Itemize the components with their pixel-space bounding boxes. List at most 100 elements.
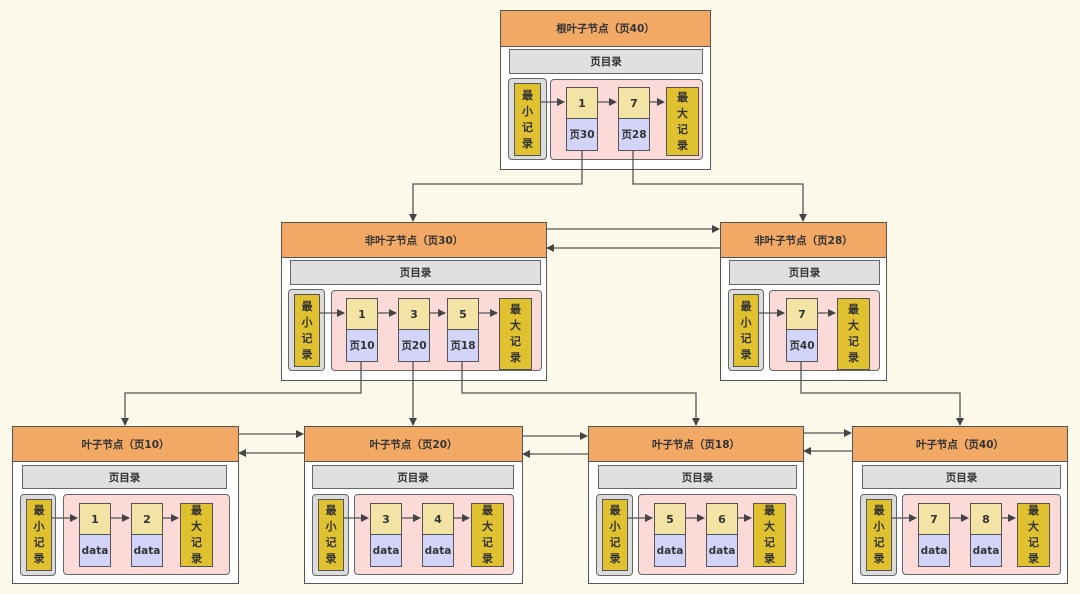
node-title: 叶子节点（页10）: [13, 427, 238, 462]
max-record-char: 录: [510, 351, 521, 364]
max-record-char: 大: [677, 106, 688, 120]
min-record-char: 录: [301, 347, 313, 361]
page-directory[interactable]: 页目录: [598, 465, 797, 489]
node-title: 叶子节点（页20）: [305, 427, 522, 462]
min-record[interactable]: 最小记录: [602, 499, 628, 571]
max-record[interactable]: 最大记录: [837, 298, 870, 370]
min-record-char: 录: [325, 552, 337, 565]
min-record-char: 记: [33, 536, 45, 549]
max-record-char: 大: [191, 520, 202, 533]
max-record-char: 最: [191, 504, 202, 517]
record-key[interactable]: 1: [79, 503, 111, 535]
max-record-char: 录: [482, 552, 493, 565]
record-data[interactable]: data: [970, 535, 1002, 567]
record-key[interactable]: 4: [422, 503, 454, 535]
record-key[interactable]: 6: [706, 503, 738, 535]
min-record[interactable]: 最小记录: [26, 499, 52, 571]
record-key[interactable]: 7: [918, 503, 950, 535]
record-data[interactable]: data: [370, 535, 402, 567]
record-data[interactable]: data: [131, 535, 163, 567]
min-record-char: 小: [609, 520, 621, 533]
min-record-char: 记: [522, 120, 533, 134]
min-record-char: 录: [609, 552, 621, 565]
node-title: 根叶子节点（页40）: [501, 11, 710, 47]
record-page-pointer[interactable]: 页30: [566, 119, 598, 151]
record-key[interactable]: 7: [618, 87, 650, 119]
record-data[interactable]: data: [79, 535, 111, 567]
node-title: 叶子节点（页40）: [853, 427, 1067, 462]
record-page-pointer[interactable]: 页28: [618, 119, 650, 151]
max-record[interactable]: 最大记录: [499, 298, 532, 370]
min-record-char: 最: [873, 504, 885, 517]
max-record-char: 记: [848, 335, 859, 348]
record-data[interactable]: data: [654, 535, 686, 567]
max-record[interactable]: 最大记录: [666, 87, 699, 156]
max-record-char: 大: [510, 319, 521, 332]
record-key[interactable]: 2: [131, 503, 163, 535]
record-key[interactable]: 3: [370, 503, 402, 535]
max-record-char: 记: [482, 536, 493, 549]
max-record-char: 录: [677, 138, 688, 152]
record-data[interactable]: data: [706, 535, 738, 567]
min-record[interactable]: 最小记录: [733, 294, 759, 367]
max-record-char: 大: [1028, 520, 1039, 533]
page-directory[interactable]: 页目录: [290, 260, 541, 285]
max-record-char: 记: [191, 536, 202, 549]
min-record-char: 小: [33, 520, 45, 533]
min-record[interactable]: 最小记录: [318, 499, 344, 571]
record-page-pointer[interactable]: 页40: [786, 330, 818, 362]
max-record-char: 记: [1028, 536, 1039, 549]
record-key[interactable]: 8: [970, 503, 1002, 535]
node-title: 叶子节点（页18）: [589, 427, 803, 462]
max-record-char: 最: [677, 90, 688, 104]
max-record[interactable]: 最大记录: [1017, 503, 1050, 567]
page-directory[interactable]: 页目录: [509, 49, 703, 74]
min-record-char: 录: [522, 136, 533, 150]
min-record-char: 最: [740, 299, 752, 313]
min-record[interactable]: 最小记录: [294, 294, 320, 367]
page-directory[interactable]: 页目录: [312, 465, 514, 489]
record-key[interactable]: 1: [346, 298, 378, 330]
max-record-char: 最: [1028, 504, 1039, 517]
record-page-pointer[interactable]: 页20: [398, 330, 430, 362]
record-page-pointer[interactable]: 页10: [346, 330, 378, 362]
min-record-char: 最: [325, 504, 337, 517]
record-key[interactable]: 7: [786, 298, 818, 330]
record-data[interactable]: data: [918, 535, 950, 567]
page-directory[interactable]: 页目录: [22, 465, 227, 489]
record-data[interactable]: data: [422, 535, 454, 567]
max-record-char: 最: [482, 504, 493, 517]
max-record[interactable]: 最大记录: [180, 503, 213, 567]
record-key[interactable]: 3: [398, 298, 430, 330]
node-title: 非叶子节点（页30）: [282, 223, 546, 258]
min-record-char: 录: [33, 552, 45, 565]
min-record-char: 最: [301, 299, 313, 313]
record-page-pointer[interactable]: 页18: [447, 330, 479, 362]
max-record-char: 最: [510, 303, 521, 316]
record-key[interactable]: 5: [447, 298, 479, 330]
max-record[interactable]: 最大记录: [471, 503, 504, 567]
max-record[interactable]: 最大记录: [753, 503, 786, 567]
min-record[interactable]: 最小记录: [514, 83, 541, 156]
page-directory[interactable]: 页目录: [862, 465, 1061, 489]
min-record[interactable]: 最小记录: [866, 499, 892, 571]
max-record-char: 最: [848, 303, 859, 316]
max-record-char: 大: [764, 520, 775, 533]
min-record-char: 最: [33, 504, 45, 517]
record-key[interactable]: 5: [654, 503, 686, 535]
min-record-char: 记: [740, 331, 752, 345]
min-record-char: 小: [740, 315, 752, 329]
max-record-char: 录: [848, 351, 859, 364]
max-record-char: 记: [677, 122, 688, 136]
max-record-char: 最: [764, 504, 775, 517]
min-record-char: 录: [873, 552, 885, 565]
record-key[interactable]: 1: [566, 87, 598, 119]
page-directory[interactable]: 页目录: [729, 260, 880, 285]
